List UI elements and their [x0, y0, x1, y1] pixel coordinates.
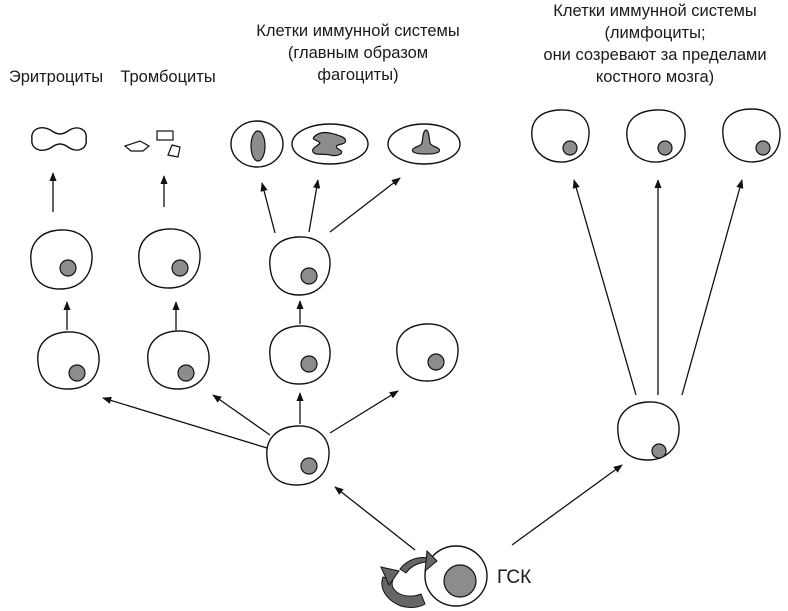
lymphocyte-right	[722, 108, 781, 163]
arrows	[49, 172, 744, 551]
label-thrombocytes: Тромбоциты	[120, 68, 216, 86]
phago-precursor-row2	[269, 236, 331, 296]
label-hsc: ГСК	[497, 567, 532, 588]
ery-precursor-row3	[37, 331, 100, 390]
thr-precursor-row3	[147, 330, 210, 390]
arrow-lymph-to-left	[572, 179, 637, 396]
other-precursor-row3	[396, 323, 459, 382]
phagocyte-middle	[291, 123, 369, 165]
arrow-phago-to-middle	[308, 179, 321, 233]
myeloid-progenitor	[266, 425, 330, 486]
arrow-myeloid-to-thr-precursor	[212, 394, 271, 436]
erythrocyte-shape	[31, 127, 87, 151]
lymphocyte-left	[531, 109, 590, 163]
arrow-hsc-to-myeloid-progenitor	[334, 486, 416, 551]
phagocyte-left	[230, 120, 284, 168]
arrow-myeloid-to-other	[329, 390, 399, 434]
lymphocyte-middle	[626, 109, 686, 163]
arrow-phago-to-right	[329, 177, 401, 233]
phagocyte-right	[387, 123, 461, 165]
arrow-lymph-to-right	[681, 179, 744, 396]
arrow-phago-to-left	[260, 182, 276, 234]
label-immune-phagocytes: Клетки иммунной системы (главным образом…	[256, 22, 460, 84]
ery-precursor-row2	[30, 229, 93, 290]
arrow-hsc-to-lymphoid-progenitor	[511, 464, 623, 546]
label-erythrocytes: Эритроциты	[8, 68, 104, 86]
thr-precursor-row2	[138, 228, 201, 289]
thrombocyte-shapes	[123, 130, 181, 158]
label-immune-lymphocytes: Клетки иммунной системы (лимфоциты; они …	[543, 2, 767, 86]
phago-precursor-row3	[269, 325, 331, 385]
hsc-cell	[424, 545, 488, 607]
arrow-myeloid-to-ery-precursor	[102, 396, 268, 449]
self-renewal-curved-arrow-icon	[380, 549, 438, 608]
lymphoid-progenitor	[617, 401, 680, 461]
